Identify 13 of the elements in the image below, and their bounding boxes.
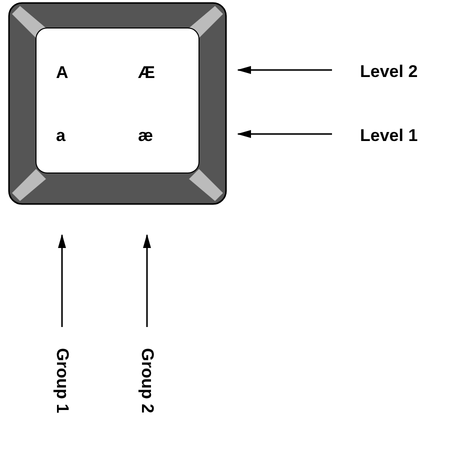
group-label: Group 1: [52, 348, 72, 414]
group-label: Group 2: [137, 348, 157, 414]
arrow: [237, 66, 332, 74]
arrow: [58, 234, 66, 327]
level-label: Level 1: [360, 126, 418, 146]
arrow: [143, 234, 151, 327]
keycap: [8, 2, 227, 205]
level-label: Level 2: [360, 62, 418, 82]
key-character: Æ: [138, 63, 155, 83]
key-character: a: [56, 126, 66, 146]
key-character: A: [56, 63, 68, 83]
arrow: [237, 130, 332, 138]
key-character: æ: [138, 126, 154, 146]
